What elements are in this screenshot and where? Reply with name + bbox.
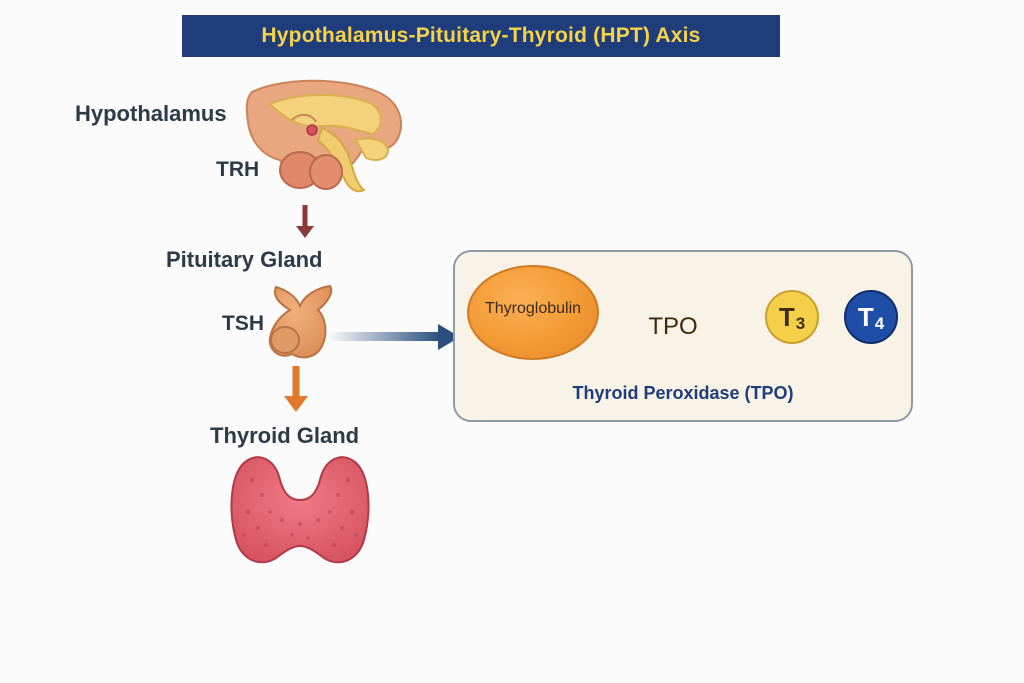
t4-subscript: 4: [875, 314, 884, 334]
hypothalamus-label: Hypothalamus: [75, 101, 227, 127]
pituitary-gland-icon: [270, 286, 331, 357]
thyroglobulin-label: Thyroglobulin: [467, 300, 599, 318]
tpo-caption: Thyroid Peroxidase (TPO): [453, 383, 913, 404]
tsh-label: TSH: [222, 312, 264, 336]
trh-arrow: [296, 205, 314, 238]
t4-main-text: T: [858, 302, 874, 333]
t3-subscript: 3: [796, 314, 805, 334]
tpo-label: TPO: [633, 313, 713, 341]
pituitary-to-panel-arrow: [328, 324, 460, 350]
tsh-arrow: [284, 366, 308, 412]
thyroid-gland-icon: [232, 457, 369, 562]
brain-icon: [247, 81, 401, 192]
pituitary-gland-label: Pituitary Gland: [166, 247, 322, 273]
trh-label: TRH: [216, 158, 259, 182]
thyroid-gland-label: Thyroid Gland: [210, 423, 359, 449]
t3-main-text: T: [779, 302, 795, 333]
